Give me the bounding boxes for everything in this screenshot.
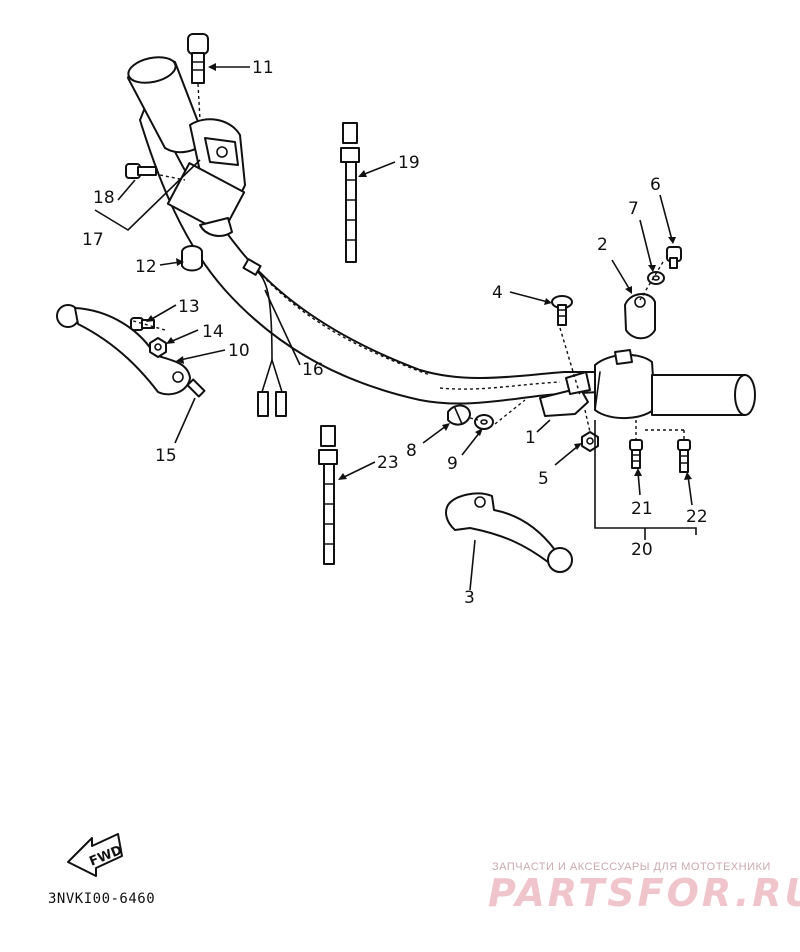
callout-6: 6 (650, 175, 661, 195)
callout-12: 12 (135, 257, 157, 277)
screw-21 (629, 439, 643, 469)
left-switch-housing (166, 118, 246, 237)
callout-7: 7 (628, 199, 639, 219)
right-lever-holder (539, 371, 591, 417)
screw-15 (186, 378, 206, 398)
bolt-4 (551, 295, 573, 326)
nut-5 (581, 431, 599, 452)
watermark-tagline: ЗАПЧАСТИ И АКСЕССУАРЫ ДЛЯ МОТОТЕХНИКИ (492, 861, 771, 873)
drawing-code: 3NVKI00-6460 (48, 891, 155, 907)
callout-9: 9 (447, 454, 458, 474)
screw-18 (125, 163, 157, 179)
callout-16: 16 (302, 360, 324, 380)
clutch-lever (56, 304, 191, 396)
cable-tie-23 (318, 425, 338, 565)
watermark: ЗАПЧАСТИ И АКСЕССУАРЫ ДЛЯ МОТОТЕХНИКИ PA… (488, 861, 800, 915)
callout-18: 18 (93, 188, 115, 208)
callout-15: 15 (155, 446, 177, 466)
watermark-brand: PARTSFOR.RU (488, 871, 800, 915)
callout-19: 19 (398, 153, 420, 173)
fwd-direction-badge: FWD (67, 833, 125, 877)
callout-5: 5 (538, 469, 549, 489)
bolt-11 (187, 33, 209, 84)
callout-2: 2 (597, 235, 608, 255)
washer-9 (474, 414, 494, 430)
callout-21: 21 (631, 499, 653, 519)
bolt-6 (666, 246, 682, 269)
callout-11: 11 (252, 58, 274, 78)
callout-23: 23 (377, 453, 399, 473)
mirror-bracket (624, 293, 656, 340)
cable-tie-19 (340, 122, 360, 263)
screw-22 (677, 439, 691, 473)
callout-10: 10 (228, 341, 250, 361)
callout-labels: 1 2 3 4 5 6 7 8 9 10 11 12 13 14 15 16 1… (82, 58, 708, 608)
assembly-guide-lines (129, 83, 685, 440)
callout-leaders (94, 63, 697, 591)
callout-22: 22 (686, 507, 708, 527)
callout-4: 4 (492, 283, 503, 303)
grommet-12 (181, 245, 203, 272)
callout-17: 17 (82, 230, 104, 250)
right-throttle-housing (594, 349, 756, 420)
callout-13: 13 (178, 297, 200, 317)
nut-14 (149, 337, 167, 358)
brake-lever (445, 492, 573, 573)
callout-14: 14 (202, 322, 224, 342)
callout-20: 20 (631, 540, 653, 560)
left-grip (127, 56, 206, 154)
callout-3: 3 (464, 588, 475, 608)
clamp-8 (447, 404, 471, 426)
callout-8: 8 (406, 441, 417, 461)
callout-1: 1 (525, 428, 536, 448)
